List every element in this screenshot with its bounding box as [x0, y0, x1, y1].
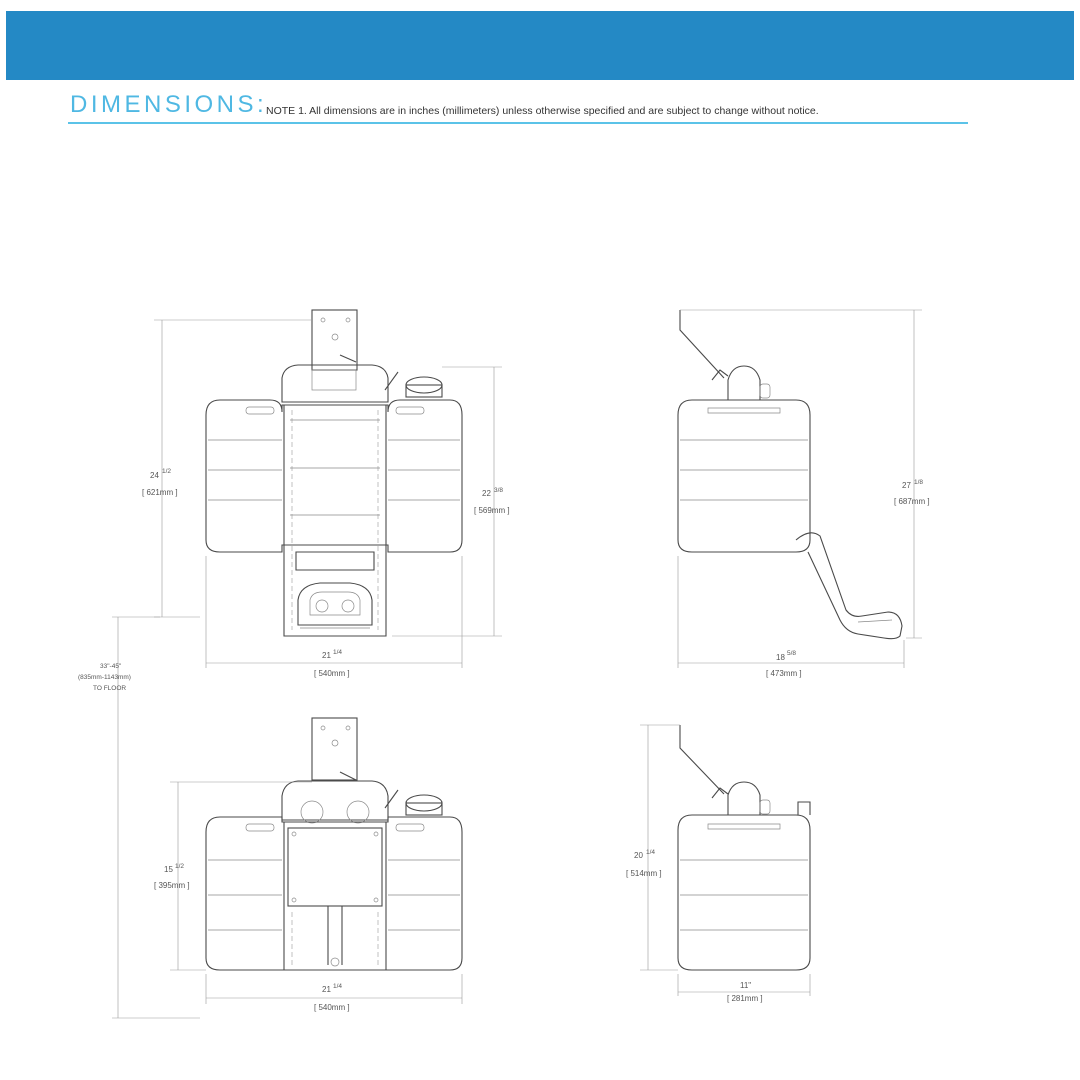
dim-side-top-depth-mm: [ 473mm ]	[766, 669, 802, 678]
dim-side-bottom-height-frac: 1/4	[646, 849, 655, 856]
dim-front-top-inner-in: 22	[482, 489, 491, 498]
mount-height-line1: 33"-45"	[100, 663, 122, 670]
dim-front-bottom-height-mm: [ 395mm ]	[154, 881, 190, 890]
dim-side-top-height-in: 27	[902, 481, 911, 490]
section-title: DIMENSIONS:	[70, 91, 268, 118]
dim-side-top-height-mm: [ 687mm ]	[894, 497, 930, 506]
dim-side-top-depth-in: 18	[776, 653, 785, 662]
dim-side-bottom-depth-mm: [ 281mm ]	[727, 994, 763, 1003]
front-view-bottom: 15 1/2 [ 395mm ] 21 1/4 [ 540mm ]	[154, 717, 463, 1012]
front-view-top: 24 1/2 [ 621mm ] 22 3/8 [ 569mm ] 21 1/4…	[142, 309, 510, 678]
dim-side-top-height-frac: 1/8	[914, 479, 923, 486]
dim-side-top-depth-frac: 5/8	[787, 650, 796, 657]
mount-height-line2: (835mm-1143mm)	[78, 674, 131, 681]
dim-side-bottom-height-mm: [ 514mm ]	[626, 869, 662, 878]
mounting-height: 33"-45" (835mm-1143mm) TO FLOOR	[78, 616, 200, 1019]
dim-front-bottom-height-in: 15	[164, 865, 173, 874]
dim-front-top-height-mm: [ 621mm ]	[142, 488, 178, 497]
dim-front-bottom-width-frac: 1/4	[333, 983, 342, 990]
dim-front-bottom-width-in: 21	[322, 985, 331, 994]
side-view-bottom: 20 1/4 [ 514mm ] 11" [ 281mm ]	[626, 724, 811, 1003]
dim-front-bottom-width-mm: [ 540mm ]	[314, 1003, 350, 1012]
dim-side-bottom-depth: 11"	[740, 981, 751, 990]
dim-front-top-height-in: 24	[150, 471, 159, 480]
dim-front-top-inner-mm: [ 569mm ]	[474, 506, 510, 515]
dim-front-top-width-mm: [ 540mm ]	[314, 669, 350, 678]
header-banner	[6, 11, 1074, 80]
dim-front-top-width-in: 21	[322, 651, 331, 660]
mount-height-line3: TO FLOOR	[93, 685, 126, 692]
dim-front-top-inner-frac: 3/8	[494, 487, 503, 494]
dimensions-note: NOTE 1. All dimensions are in inches (mi…	[266, 105, 819, 117]
dim-front-top-width-frac: 1/4	[333, 649, 342, 656]
dim-front-top-height-frac: 1/2	[162, 468, 171, 475]
dimensions-header: DIMENSIONS: NOTE 1. All dimensions are i…	[68, 91, 968, 124]
side-view-top: 27 1/8 [ 687mm ] 18 5/8 [ 473mm ]	[677, 309, 930, 678]
dim-side-bottom-height-in: 20	[634, 851, 643, 860]
dim-front-bottom-height-frac: 1/2	[175, 863, 184, 870]
